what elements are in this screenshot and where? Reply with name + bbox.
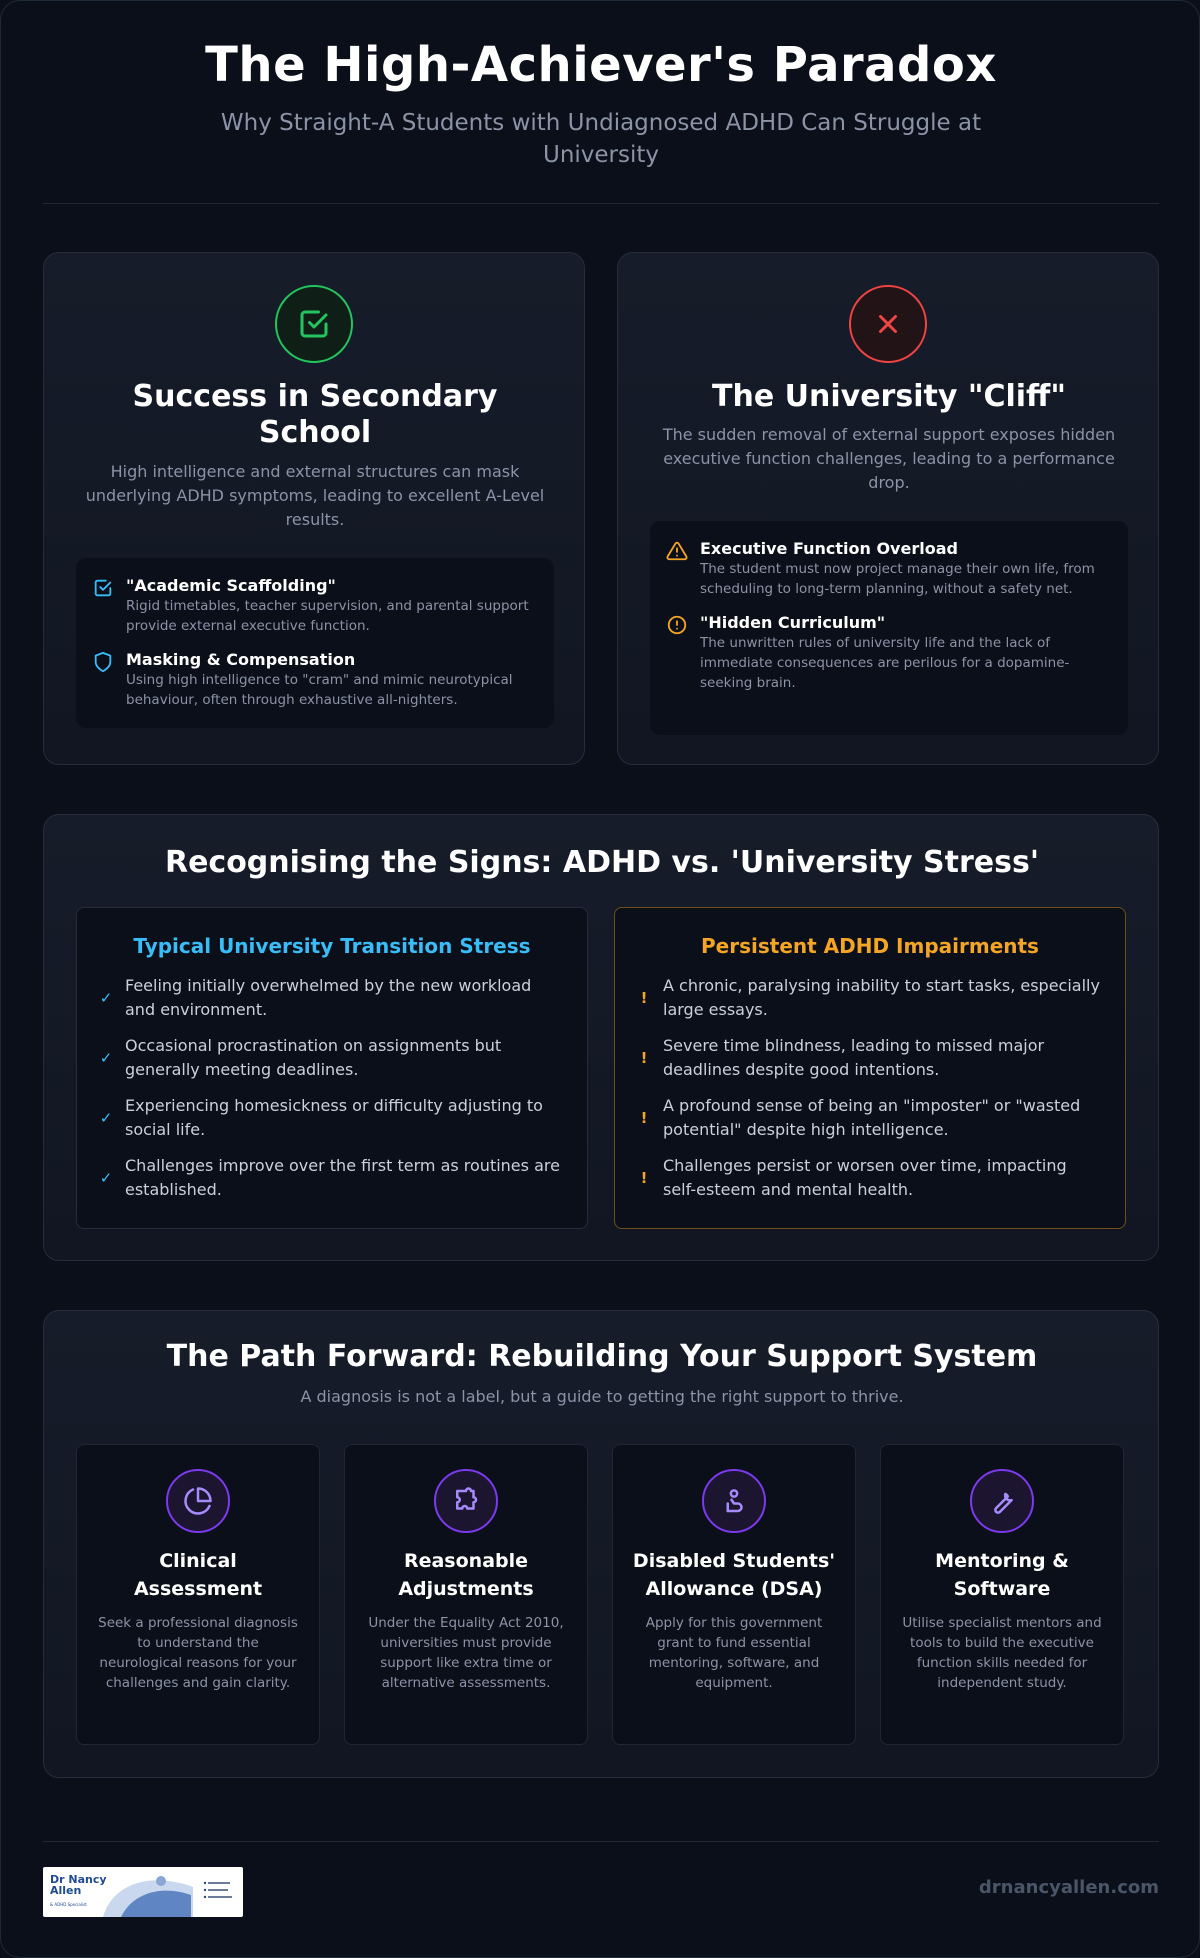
list-item: ✓Occasional procrastination on assignmen… <box>99 1034 565 1082</box>
item-text: The student must now project manage thei… <box>700 561 1095 597</box>
danger-badge <box>849 285 927 363</box>
pie-chart-icon <box>184 1487 212 1515</box>
path-subtitle: A diagnosis is not a label, but a guide … <box>300 1387 904 1406</box>
adhd-title: Persistent ADHD Impairments <box>701 934 1039 958</box>
secondary-school-card: Success in Secondary School High intelli… <box>43 252 585 765</box>
header-divider <box>43 203 1159 204</box>
item-text: Using high intelligence to "cram" and mi… <box>126 672 513 708</box>
check-icon: ✓ <box>99 1169 113 1187</box>
logo-tagline: & ADHD Specialist <box>50 1902 87 1907</box>
logo-wordmark: Dr Nancy Allen <box>50 1873 107 1897</box>
university-description: The sudden removal of external support e… <box>662 425 1116 492</box>
stress-column: Typical University Transition Stress ✓Fe… <box>76 907 588 1229</box>
path-card-mentoring: Mentoring & Software Utilise specialist … <box>880 1444 1124 1745</box>
logo-graphic <box>103 1876 235 1917</box>
secondary-title: Success in Secondary School <box>132 379 498 450</box>
list-item: ✓Experiencing homesickness or difficulty… <box>99 1094 565 1142</box>
signs-section: Recognising the Signs: ADHD vs. 'Univers… <box>43 814 1159 1261</box>
check-icon: ✓ <box>99 989 113 1007</box>
list-item: ✓Feeling initially overwhelmed by the ne… <box>99 974 565 1022</box>
stress-title: Typical University Transition Stress <box>133 934 531 958</box>
success-badge <box>275 285 353 363</box>
check-icon: ✓ <box>99 1049 113 1067</box>
list-item: !Severe time blindness, leading to misse… <box>637 1034 1103 1082</box>
path-card-dsa: Disabled Students' Allowance (DSA) Apply… <box>612 1444 856 1745</box>
warning-triangle-icon <box>666 541 688 561</box>
close-icon <box>879 315 897 333</box>
item-text: Rigid timetables, teacher supervision, a… <box>126 598 529 634</box>
path-icon-badge <box>434 1469 498 1533</box>
list-item: !A profound sense of being an "imposter"… <box>637 1094 1103 1142</box>
university-items: Executive Function Overload The student … <box>650 521 1128 735</box>
website-link[interactable]: drnancyallen.com <box>978 1877 1159 1898</box>
puzzle-icon <box>456 1487 478 1510</box>
item-title: "Academic Scaffolding" <box>126 576 336 595</box>
exclamation-icon: ! <box>640 989 648 1007</box>
exclamation-icon: ! <box>640 1109 648 1127</box>
item-title: Executive Function Overload <box>700 539 958 558</box>
exclamation-icon: ! <box>640 1169 648 1187</box>
secondary-items: "Academic Scaffolding" Rigid timetables,… <box>76 558 554 728</box>
path-title: The Path Forward: Rebuilding Your Suppor… <box>166 1339 1038 1374</box>
shield-icon <box>94 651 112 673</box>
list-item: Executive Function Overload The student … <box>666 539 1112 599</box>
adhd-column: Persistent ADHD Impairments !A chronic, … <box>614 907 1126 1229</box>
support-hand-icon <box>726 1489 743 1513</box>
item-title: Masking & Compensation <box>126 650 356 669</box>
university-title: The University "Cliff" <box>712 379 1066 414</box>
university-cliff-card: The University "Cliff" The sudden remova… <box>617 252 1159 765</box>
brand-logo[interactable]: Dr Nancy Allen & ADHD Specialist <box>43 1867 243 1917</box>
page-subtitle: Why Straight-A Students with Undiagnosed… <box>220 110 982 168</box>
item-text: The unwritten rules of university life a… <box>700 635 1070 691</box>
path-card-clinical: Clinical Assessment Seek a professional … <box>76 1444 320 1745</box>
list-item: "Academic Scaffolding" Rigid timetables,… <box>92 576 538 636</box>
signs-title: Recognising the Signs: ADHD vs. 'Univers… <box>164 845 1040 880</box>
list-item: "Hidden Curriculum" The unwritten rules … <box>666 613 1112 693</box>
path-icon-badge <box>166 1469 230 1533</box>
item-title: "Hidden Curriculum" <box>700 613 886 632</box>
list-item: !A chronic, paralysing inability to star… <box>637 974 1103 1022</box>
alert-circle-icon <box>667 615 687 635</box>
path-icon-badge <box>702 1469 766 1533</box>
checkbox-icon <box>300 310 328 338</box>
path-icon-badge <box>970 1469 1034 1533</box>
page-title: The High-Achiever's Paradox <box>205 37 997 93</box>
check-icon: ✓ <box>99 1109 113 1127</box>
list-item: ✓Challenges improve over the first term … <box>99 1154 565 1202</box>
wrench-icon <box>994 1492 1013 1514</box>
path-card-adjustments: Reasonable Adjustments Under the Equalit… <box>344 1444 588 1745</box>
path-forward-section: The Path Forward: Rebuilding Your Suppor… <box>43 1310 1159 1778</box>
secondary-description: High intelligence and external structure… <box>85 462 545 529</box>
checkbox-icon <box>94 579 112 597</box>
footer-divider <box>43 1841 1159 1842</box>
list-item: Masking & Compensation Using high intell… <box>92 650 538 710</box>
exclamation-icon: ! <box>640 1049 648 1067</box>
list-item: !Challenges persist or worsen over time,… <box>637 1154 1103 1202</box>
